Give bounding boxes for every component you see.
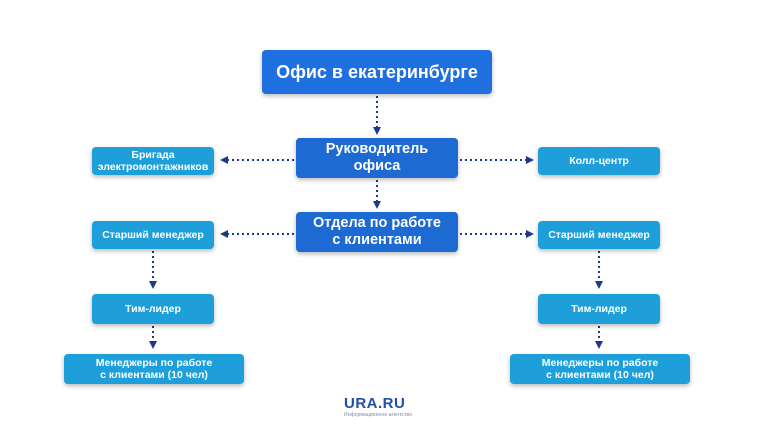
office-box: Офис в екатеринбурге — [262, 50, 492, 94]
left-senior-manager-box: Старший менеджер — [92, 221, 214, 249]
left-team-lead-box: Тим-лидер — [92, 294, 214, 324]
right-team-lead-box: Тим-лидер — [538, 294, 660, 324]
ura-logo-text: URA.RU — [344, 395, 406, 412]
clients-department-line1: Отдела по работе — [313, 215, 441, 232]
right-team-lead-label: Тим-лидер — [571, 302, 627, 315]
brigade-line2: электромонтажников — [97, 161, 209, 173]
call-center-label: Колл-центр — [569, 154, 629, 167]
left-managers-line1: Менеджеры по работе — [95, 356, 213, 369]
head-of-office-line1: Руководитель — [325, 141, 429, 158]
clients-department-line2: с клиентами — [332, 232, 422, 248]
right-managers-line2: с клиентами (10 чел) — [546, 369, 654, 381]
ura-logo: URA.RU Информационное агентство — [344, 395, 424, 419]
right-managers-box: Менеджеры по работе с клиентами (10 чел) — [510, 354, 690, 384]
left-senior-manager-label: Старший менеджер — [102, 228, 204, 241]
brigade-line1: Бригада — [131, 148, 175, 161]
ura-logo-subtitle: Информационное агентство — [344, 412, 413, 418]
left-managers-line2: с клиентами (10 чел) — [100, 369, 208, 381]
right-managers-line1: Менеджеры по работе — [541, 356, 659, 369]
left-managers-box: Менеджеры по работе с клиентами (10 чел) — [64, 354, 244, 384]
left-team-lead-label: Тим-лидер — [125, 302, 181, 315]
right-senior-manager-label: Старший менеджер — [548, 228, 650, 241]
brigade-box: Бригада электромонтажников — [92, 147, 214, 175]
office-label: Офис в екатеринбурге — [276, 61, 478, 82]
right-senior-manager-box: Старший менеджер — [538, 221, 660, 249]
head-of-office-line2: офиса — [353, 158, 401, 174]
clients-department-box: Отдела по работе с клиентами — [296, 212, 458, 252]
head-of-office-box: Руководитель офиса — [296, 138, 458, 178]
call-center-box: Колл-центр — [538, 147, 660, 175]
